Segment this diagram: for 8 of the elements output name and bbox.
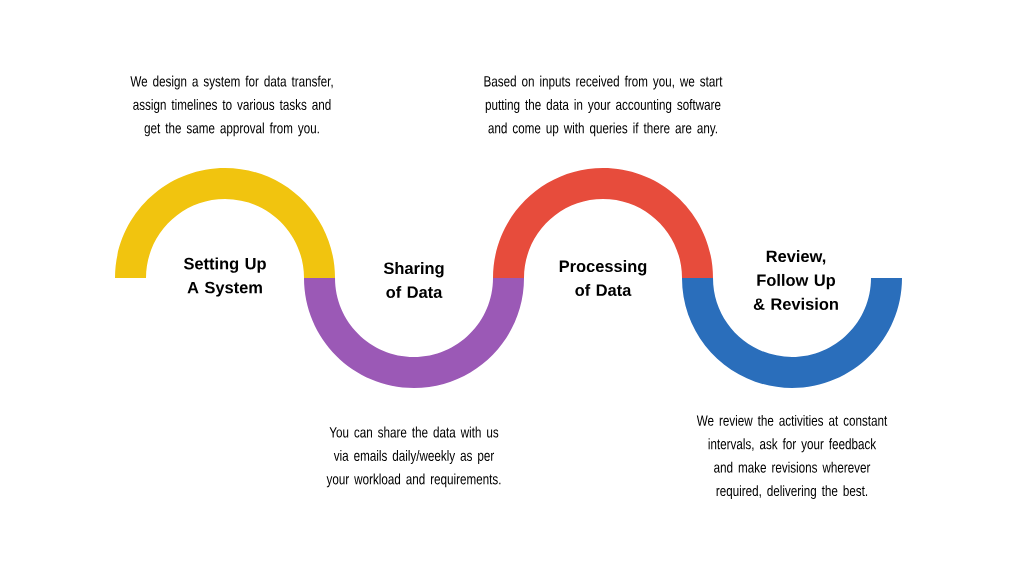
step-description: You can share the data with us via emails daily/weekly as per your workload and requirements. [326, 426, 501, 488]
node-label: A System [187, 281, 262, 297]
step-description: We design a system for data transfer, assign timelines to various tasks and get the same approval from you. [130, 75, 333, 137]
node-label: Sharing [383, 262, 444, 278]
node-label: of Data [575, 283, 632, 296]
node-label: Review, [766, 250, 826, 265]
step-description: We review the activities at constant intervals, ask for your feedback and make revisions wherever required, delivering the best. [696, 414, 888, 500]
step-description: Based on inputs received from you, we start putting the data in your accounting software and come up with queries if there are any. [484, 75, 723, 137]
